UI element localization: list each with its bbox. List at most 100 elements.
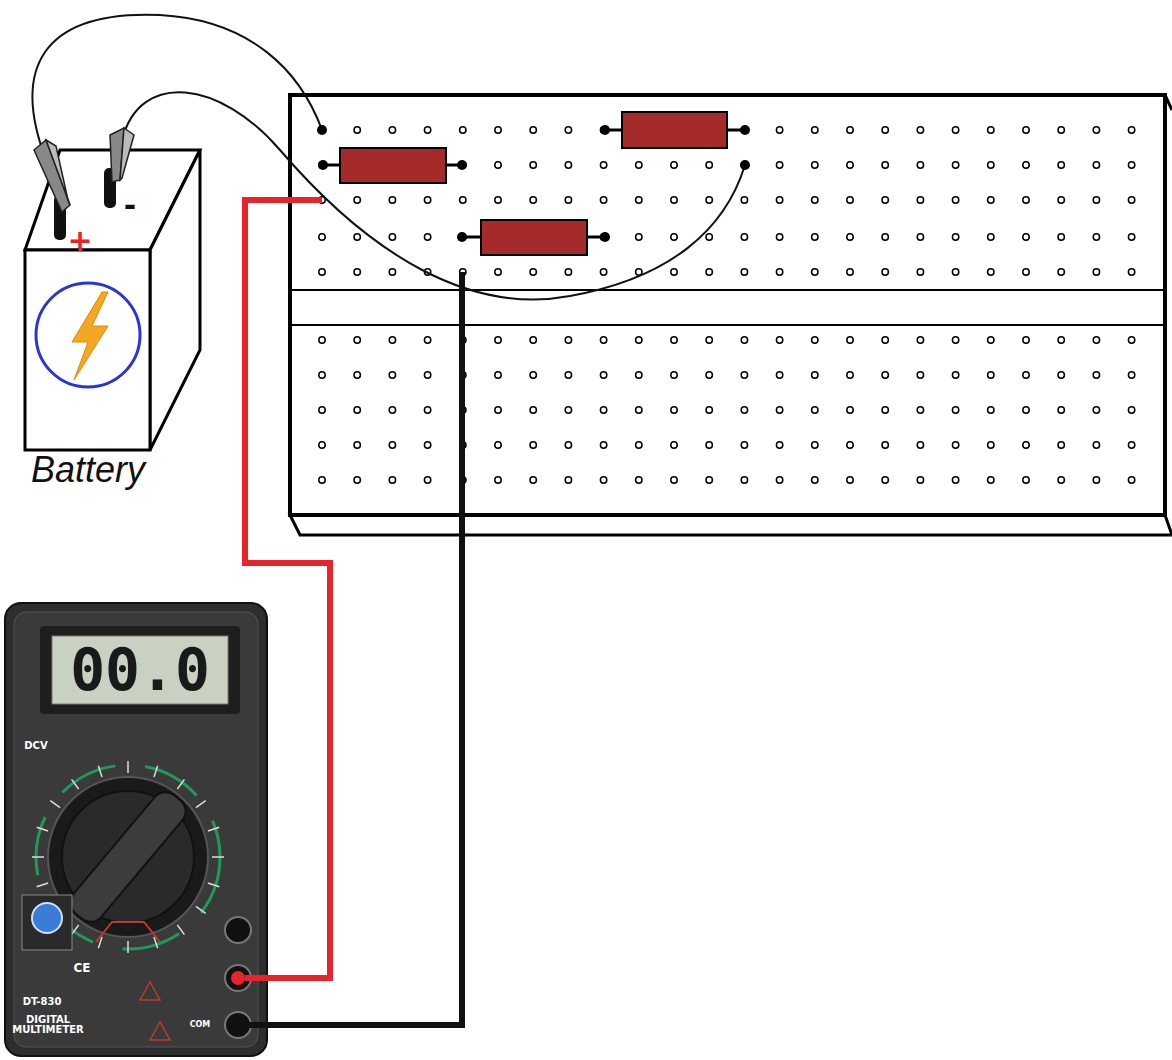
battery-wire	[33, 15, 745, 300]
breadboard-hole	[776, 337, 782, 343]
breadboard-hole	[600, 197, 606, 203]
breadboard-hole	[530, 407, 536, 413]
breadboard-hole	[706, 477, 712, 483]
breadboard-hole	[1093, 477, 1099, 483]
breadboard-hole	[917, 407, 923, 413]
dial-tick	[154, 766, 158, 777]
dial-tick	[208, 883, 219, 887]
breadboard	[290, 95, 1172, 535]
breadboard-hole	[1128, 197, 1134, 203]
breadboard-hole	[882, 269, 888, 275]
breadboard-hole	[1023, 372, 1029, 378]
breadboard-hole	[600, 442, 606, 448]
breadboard-hole	[354, 269, 360, 275]
breadboard-hole	[1023, 477, 1029, 483]
probe-lead	[245, 200, 462, 1025]
breadboard-hole	[424, 127, 430, 133]
breadboard-hole	[354, 337, 360, 343]
breadboard-hole	[1093, 269, 1099, 275]
breadboard-hole	[776, 442, 782, 448]
breadboard-hole	[389, 372, 395, 378]
breadboard-hole	[354, 407, 360, 413]
dial-tick	[177, 779, 184, 789]
breadboard-hole	[636, 162, 642, 168]
breadboard-hole	[882, 337, 888, 343]
breadboard-hole	[600, 269, 606, 275]
breadboard-hole	[1128, 127, 1134, 133]
breadboard-hole	[988, 234, 994, 240]
breadboard-hole	[424, 234, 430, 240]
dial-label: DCV	[24, 741, 47, 752]
breadboard-hole	[424, 372, 430, 378]
breadboard-hole	[812, 477, 818, 483]
breadboard-hole	[636, 372, 642, 378]
breadboard-hole	[882, 127, 888, 133]
breadboard-hole	[319, 442, 325, 448]
breadboard-hole	[354, 477, 360, 483]
breadboard-hole	[847, 337, 853, 343]
breadboard-hole	[741, 269, 747, 275]
breadboard-hole	[1058, 337, 1064, 343]
dial-tick	[127, 761, 129, 773]
breadboard-hole	[495, 477, 501, 483]
breadboard-hole	[1023, 197, 1029, 203]
breadboard-hole	[600, 407, 606, 413]
dial-tick	[196, 801, 206, 808]
breadboard-hole	[636, 442, 642, 448]
breadboard-hole	[741, 337, 747, 343]
breadboard-hole	[917, 162, 923, 168]
breadboard-hole	[776, 127, 782, 133]
breadboard-hole	[776, 234, 782, 240]
breadboard-hole	[1023, 127, 1029, 133]
resistor-symbol	[318, 112, 750, 255]
breadboard-hole	[952, 269, 958, 275]
breadboard-hole	[952, 197, 958, 203]
breadboard-hole	[565, 442, 571, 448]
breadboard-hole	[847, 407, 853, 413]
breadboard-hole	[1093, 127, 1099, 133]
breadboard-hole	[1093, 337, 1099, 343]
breadboard-hole	[812, 197, 818, 203]
dial-tick	[37, 827, 48, 831]
dial-tick	[72, 925, 79, 935]
breadboard-hole	[565, 337, 571, 343]
breadboard-hole	[812, 127, 818, 133]
breadboard-hole	[706, 337, 712, 343]
breadboard-hole	[389, 442, 395, 448]
breadboard-hole	[847, 372, 853, 378]
breadboard-hole	[354, 234, 360, 240]
breadboard-hole	[952, 442, 958, 448]
breadboard-hole	[1093, 442, 1099, 448]
breadboard-hole	[706, 197, 712, 203]
breadboard-hole	[741, 372, 747, 378]
breadboard-hole	[671, 477, 677, 483]
breadboard-hole	[952, 407, 958, 413]
breadboard-hole	[1128, 372, 1134, 378]
alligator-clip	[34, 128, 134, 212]
breadboard-hole	[565, 269, 571, 275]
breadboard-hole	[1093, 407, 1099, 413]
breadboard-hole	[1058, 372, 1064, 378]
breadboard-hole	[600, 477, 606, 483]
breadboard-hole	[1128, 162, 1134, 168]
breadboard-hole	[706, 234, 712, 240]
breadboard-hole	[812, 269, 818, 275]
breadboard-hole	[424, 442, 430, 448]
breadboard-hole	[988, 372, 994, 378]
breadboard-hole	[882, 162, 888, 168]
breadboard-hole	[741, 197, 747, 203]
breadboard-hole	[1058, 407, 1064, 413]
breadboard-hole	[988, 269, 994, 275]
dial-tick	[37, 883, 48, 887]
breadboard-hole	[917, 127, 923, 133]
breadboard-hole	[1058, 234, 1064, 240]
breadboard-hole	[495, 162, 501, 168]
breadboard-hole	[671, 234, 677, 240]
breadboard-hole	[389, 234, 395, 240]
breadboard-hole	[1093, 162, 1099, 168]
breadboard-hole	[847, 127, 853, 133]
breadboard-hole	[952, 477, 958, 483]
breadboard-hole	[354, 127, 360, 133]
breadboard-hole	[1093, 234, 1099, 240]
